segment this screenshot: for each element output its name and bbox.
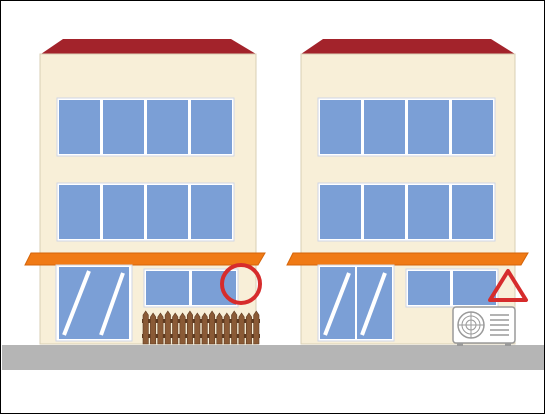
air-conditioner-icon — [453, 307, 515, 346]
left-upper-windows — [57, 98, 234, 156]
right-middle-windows — [318, 183, 495, 241]
left-awning — [25, 253, 265, 265]
left-storefront-window — [56, 265, 132, 341]
right-building — [287, 39, 528, 346]
left-building — [25, 39, 265, 344]
right-roof — [301, 39, 515, 54]
ground-strip — [2, 345, 545, 370]
right-awning — [287, 253, 528, 265]
left-roof — [41, 39, 256, 54]
right-storefront-window — [318, 265, 394, 341]
right-upper-windows — [318, 98, 495, 156]
left-middle-windows — [57, 183, 234, 241]
right-side-windows — [406, 269, 498, 307]
